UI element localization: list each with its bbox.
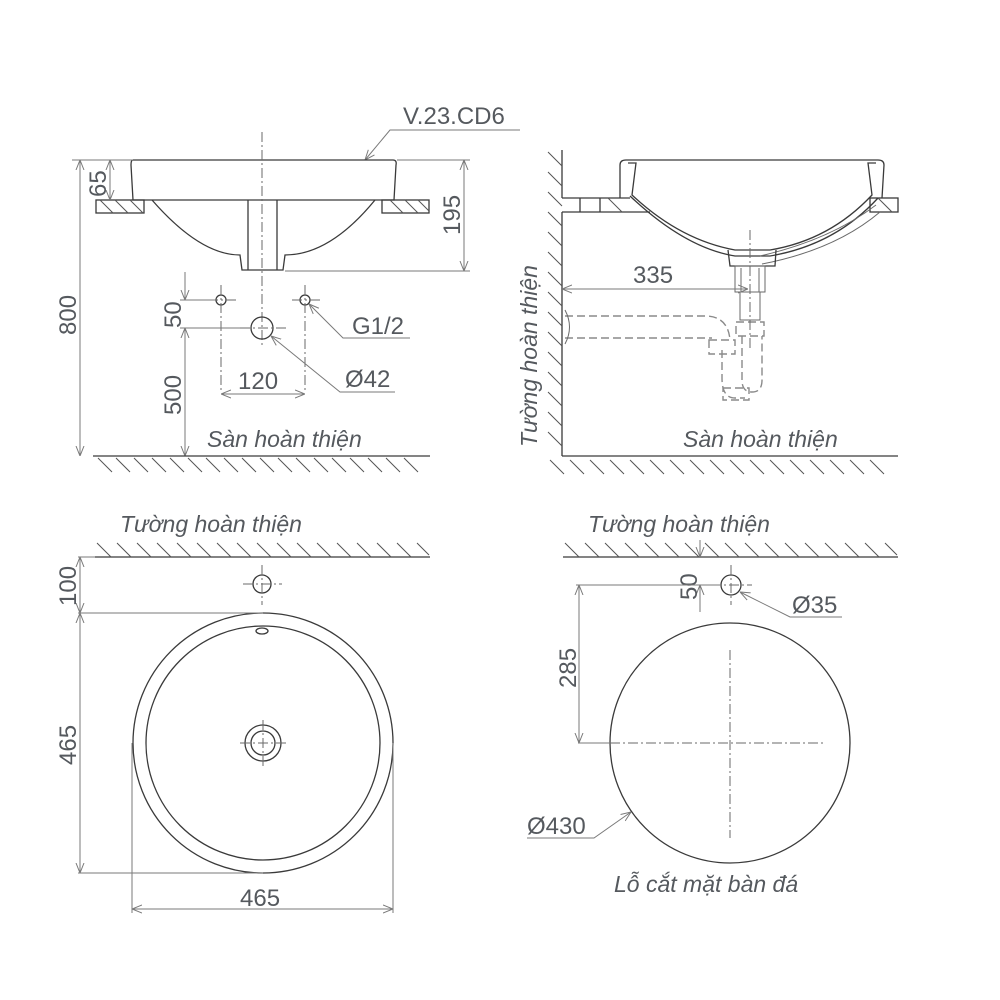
svg-text:50: 50 bbox=[676, 573, 703, 600]
side-view: Tường hoàn thiện bbox=[516, 150, 899, 475]
cutout-view: Tường hoàn thiện 50 Ø35 bbox=[527, 511, 898, 897]
dim-195: 195 bbox=[285, 159, 470, 272]
svg-text:Ø430: Ø430 bbox=[527, 813, 586, 840]
svg-text:Ø35: Ø35 bbox=[792, 592, 837, 619]
top-view: Tường hoàn thiện 100 bbox=[55, 511, 430, 913]
svg-text:Tường hoàn thiện: Tường hoàn thiện bbox=[516, 265, 542, 447]
model-label: V.23.CD6 bbox=[403, 103, 505, 130]
basin-top-outline bbox=[132, 612, 394, 874]
faucet-hole-label: Ø35 bbox=[740, 592, 842, 619]
svg-text:465: 465 bbox=[55, 725, 82, 765]
svg-text:285: 285 bbox=[555, 648, 582, 688]
dim-65: 65 bbox=[85, 160, 112, 200]
dim-465-horizontal: 465 bbox=[131, 743, 394, 913]
svg-text:465: 465 bbox=[240, 885, 280, 912]
basin-section bbox=[619, 159, 885, 267]
svg-text:Tường hoàn thiện: Tường hoàn thiện bbox=[120, 511, 302, 537]
svg-text:65: 65 bbox=[85, 170, 112, 197]
dim-500: 500 bbox=[160, 328, 187, 456]
dim-50: 50 bbox=[160, 272, 240, 329]
basin-front-outline bbox=[130, 159, 397, 271]
wall-top: Tường hoàn thiện bbox=[95, 511, 430, 558]
svg-text:500: 500 bbox=[160, 375, 187, 415]
cutout-diameter-label: Ø430 bbox=[527, 812, 631, 840]
countertop-side bbox=[562, 197, 899, 213]
dim-800: 800 bbox=[55, 159, 133, 456]
svg-text:100: 100 bbox=[55, 566, 82, 606]
svg-text:335: 335 bbox=[633, 262, 673, 289]
dim-120: 120 bbox=[221, 368, 305, 395]
wall-cutout: Tường hoàn thiện bbox=[563, 511, 898, 558]
drain-label: Ø42 bbox=[271, 336, 395, 393]
dim-285: 285 bbox=[555, 584, 722, 744]
svg-text:195: 195 bbox=[439, 195, 466, 235]
svg-text:Tường hoàn thiện: Tường hoàn thiện bbox=[588, 511, 770, 537]
dim-335: 335 bbox=[562, 262, 748, 289]
svg-text:50: 50 bbox=[160, 301, 187, 328]
svg-text:800: 800 bbox=[55, 295, 82, 335]
cutout-circle bbox=[609, 622, 851, 864]
svg-text:Sàn hoàn thiện: Sàn hoàn thiện bbox=[683, 426, 838, 452]
dim-50-cutout: 50 bbox=[676, 540, 703, 612]
floor-front: Sàn hoàn thiện bbox=[93, 426, 430, 473]
countertop-section bbox=[95, 199, 430, 214]
floor-side: Sàn hoàn thiện bbox=[549, 426, 898, 475]
dim-100: 100 bbox=[55, 556, 263, 614]
dim-465-vertical: 465 bbox=[55, 613, 263, 874]
model-label-leader: V.23.CD6 bbox=[365, 103, 520, 160]
wall-side: Tường hoàn thiện bbox=[516, 150, 563, 456]
svg-text:Sàn hoàn thiện: Sàn hoàn thiện bbox=[207, 426, 362, 452]
faucet-hole-top bbox=[243, 565, 282, 605]
front-view: V.23.CD6 800 bbox=[55, 103, 520, 473]
svg-text:G1/2: G1/2 bbox=[352, 313, 404, 340]
svg-text:Ø42: Ø42 bbox=[345, 366, 390, 393]
drain-hole bbox=[240, 316, 288, 340]
svg-text:120: 120 bbox=[238, 368, 278, 395]
cutout-caption: Lỗ cắt mặt bàn đá bbox=[614, 870, 798, 897]
inlet-label: G1/2 bbox=[309, 304, 410, 340]
